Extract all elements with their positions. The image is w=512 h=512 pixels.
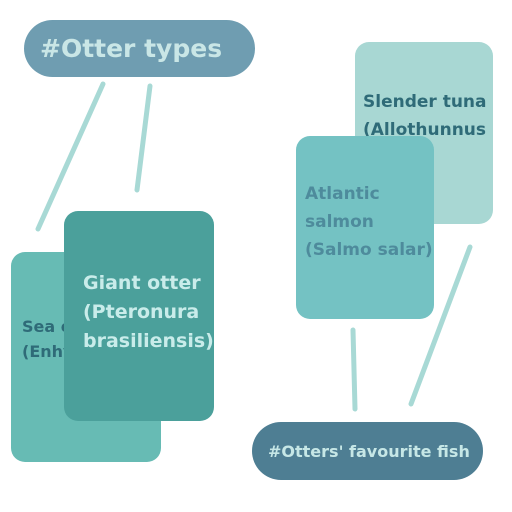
favourite-fish-topic[interactable]: #Otters' favourite fish xyxy=(252,422,483,480)
sea-otter-line1: Sea o xyxy=(22,317,72,336)
slender-tuna-line2: (Allothunnus xyxy=(363,120,487,140)
connector-fish-to-tuna xyxy=(408,244,473,407)
atlantic-salmon-card[interactable]: Atlantic salmon (Salmo salar) xyxy=(296,136,434,319)
connector-otter-to-giant-otter xyxy=(134,83,153,193)
sea-otter-line2: (Enhy xyxy=(22,342,74,361)
otter-types-topic[interactable]: #Otter types xyxy=(24,20,255,77)
giant-otter-line2: (Pteronura xyxy=(83,301,200,323)
giant-otter-line3: brasiliensis) xyxy=(83,330,214,352)
otter-types-title: #Otter types xyxy=(40,34,223,63)
slender-tuna-line1: Slender tuna xyxy=(363,92,487,112)
favourite-fish-title: #Otters' favourite fish xyxy=(268,441,470,461)
connector-otter-to-sea-otter xyxy=(35,81,106,232)
atlantic-salmon-line3: (Salmo salar) xyxy=(305,240,433,260)
connector-fish-to-salmon xyxy=(350,327,358,412)
atlantic-salmon-line1: Atlantic xyxy=(305,184,380,204)
giant-otter-card[interactable]: Giant otter (Pteronura brasiliensis) xyxy=(64,211,214,421)
atlantic-salmon-line2: salmon xyxy=(305,212,374,232)
giant-otter-line1: Giant otter xyxy=(83,272,201,294)
